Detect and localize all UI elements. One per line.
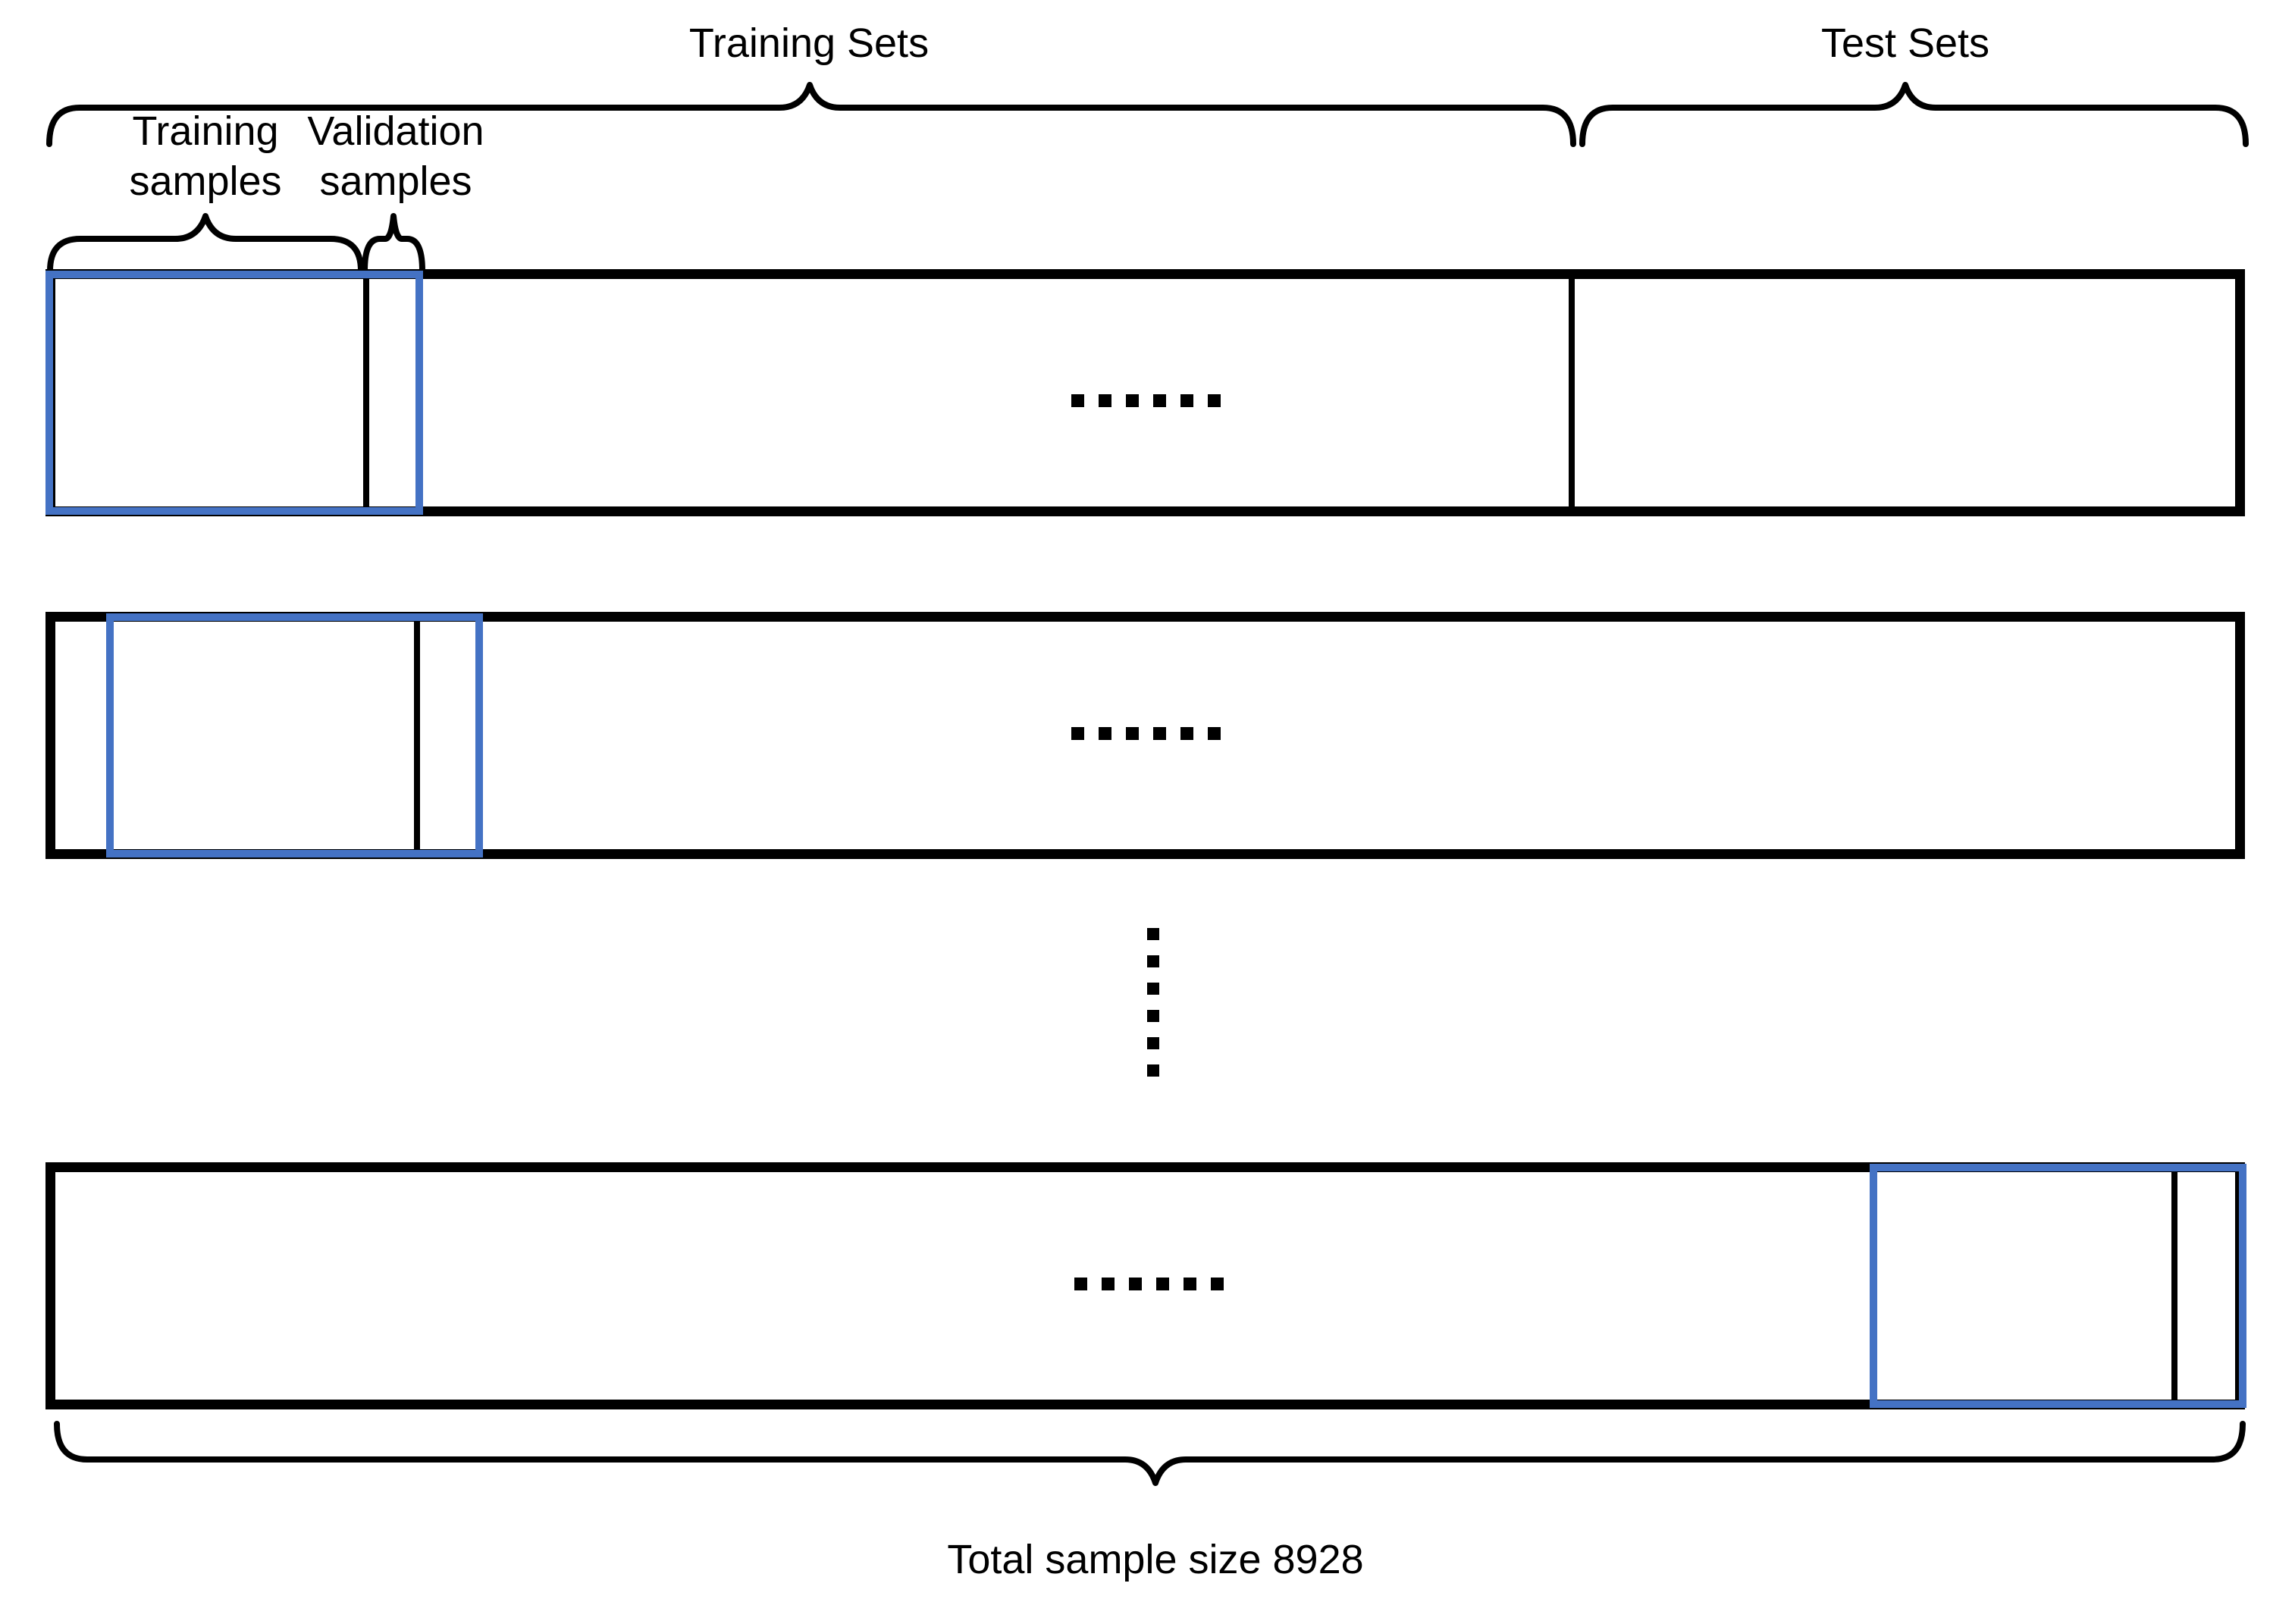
dot (1074, 1278, 1087, 1290)
validation-samples-label: Validation samples (282, 106, 509, 206)
test-sets-brace (1579, 82, 2249, 147)
dot (1099, 727, 1111, 740)
train-val-window-3 (1870, 1164, 2246, 1408)
dot (1071, 727, 1084, 740)
dot (1147, 1037, 1159, 1049)
train-val-divider-3 (2171, 1172, 2177, 1400)
dot (1126, 394, 1139, 407)
dot (1099, 394, 1111, 407)
dot (1156, 1278, 1169, 1290)
dot (1180, 394, 1193, 407)
dot (1147, 955, 1159, 967)
dot (1208, 394, 1221, 407)
train-val-window-1 (45, 271, 423, 515)
total-sample-size-label: Total sample size 8928 (947, 1537, 1364, 1582)
dot (1147, 1064, 1159, 1077)
dot (1129, 1278, 1142, 1290)
dot (1184, 1278, 1196, 1290)
dot (1126, 727, 1139, 740)
dot (1147, 983, 1159, 995)
validation-samples-line1: Validation (307, 108, 484, 154)
dot (1147, 1010, 1159, 1022)
total-sample-brace (54, 1421, 2246, 1486)
training-samples-brace (47, 213, 364, 274)
dot (1102, 1278, 1115, 1290)
dot (1147, 928, 1159, 940)
dot (1071, 394, 1084, 407)
dot (1180, 727, 1193, 740)
dot (1208, 727, 1221, 740)
train-val-divider-2 (414, 622, 420, 849)
dot (1153, 727, 1166, 740)
dot (1211, 1278, 1224, 1290)
ellipsis-horizontal-1 (1071, 394, 1221, 407)
training-samples-line2: samples (129, 158, 282, 204)
validation-samples-brace (362, 213, 425, 274)
fold-bar-2 (45, 612, 2245, 859)
train-test-divider-1 (1569, 271, 1575, 515)
training-sets-label: Training Sets (688, 20, 930, 66)
ellipsis-horizontal-2 (1071, 727, 1221, 740)
test-sets-label: Test Sets (1820, 20, 1990, 66)
fold-bar-1 (45, 269, 2245, 516)
ellipsis-horizontal-3 (1074, 1278, 1224, 1290)
dot (1153, 394, 1166, 407)
train-val-window-2 (106, 613, 483, 857)
train-val-divider-1 (363, 279, 369, 506)
ellipsis-vertical (1147, 928, 1159, 1077)
validation-samples-line2: samples (319, 158, 472, 204)
